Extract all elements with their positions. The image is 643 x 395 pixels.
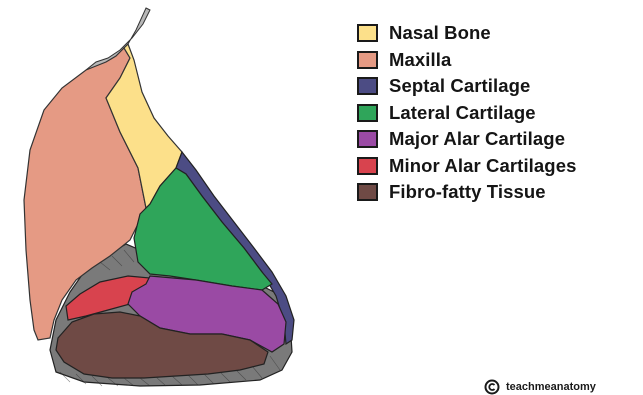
legend-item-fibro-fatty-tissue: Fibro-fatty Tissue bbox=[357, 179, 643, 206]
legend-item-maxilla: Maxilla bbox=[357, 47, 643, 74]
legend-swatch-maxilla bbox=[357, 51, 378, 69]
legend-swatch-minor-alar-cartilages bbox=[357, 157, 378, 175]
legend-label-major-alar-cartilage: Major Alar Cartilage bbox=[389, 128, 565, 150]
legend-item-major-alar-cartilage: Major Alar Cartilage bbox=[357, 126, 643, 153]
legend-label-lateral-cartilage: Lateral Cartilage bbox=[389, 102, 536, 124]
legend-item-septal-cartilage: Septal Cartilage bbox=[357, 73, 643, 100]
legend-label-minor-alar-cartilages: Minor Alar Cartilages bbox=[389, 155, 577, 177]
legend-label-fibro-fatty-tissue: Fibro-fatty Tissue bbox=[389, 181, 546, 203]
legend-item-minor-alar-cartilages: Minor Alar Cartilages bbox=[357, 153, 643, 180]
watermark-text: teachmeanatomy bbox=[506, 381, 596, 393]
nose-anatomy-illustration bbox=[0, 0, 330, 394]
teachmeanatomy-logo-icon bbox=[484, 379, 500, 395]
legend-item-nasal-bone: Nasal Bone bbox=[357, 20, 643, 47]
watermark: teachmeanatomy bbox=[484, 379, 596, 395]
legend-label-septal-cartilage: Septal Cartilage bbox=[389, 75, 530, 97]
legend-label-maxilla: Maxilla bbox=[389, 49, 451, 71]
legend-swatch-septal-cartilage bbox=[357, 77, 378, 95]
legend-swatch-nasal-bone bbox=[357, 24, 378, 42]
legend-swatch-fibro-fatty-tissue bbox=[357, 183, 378, 201]
legend-swatch-lateral-cartilage bbox=[357, 104, 378, 122]
legend-label-nasal-bone: Nasal Bone bbox=[389, 22, 491, 44]
legend-item-lateral-cartilage: Lateral Cartilage bbox=[357, 100, 643, 127]
legend-swatch-major-alar-cartilage bbox=[357, 130, 378, 148]
